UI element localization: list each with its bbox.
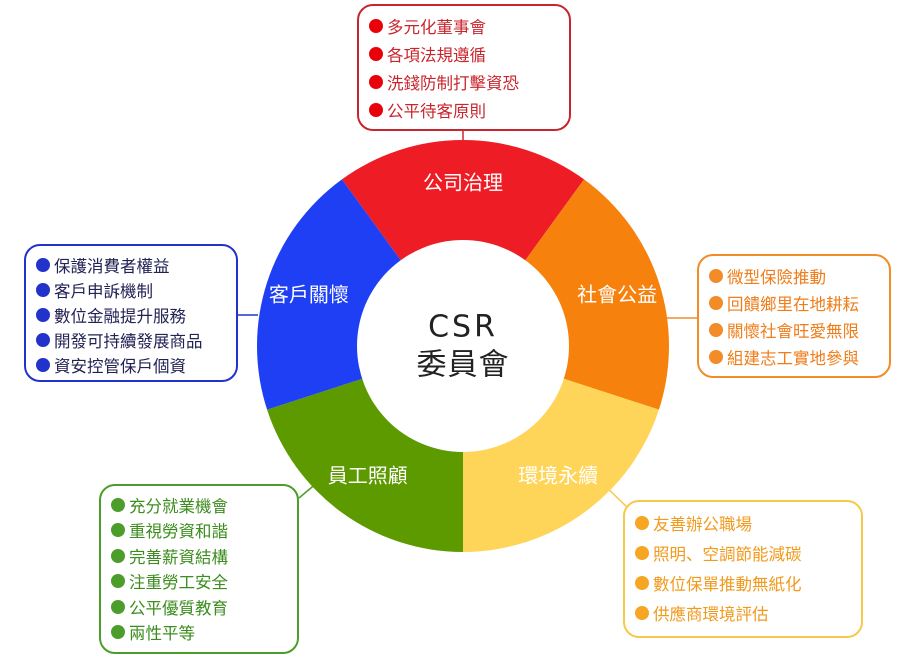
bullet-dot-icon [709,322,723,337]
list-item: 保護消費者權益 [36,252,226,277]
list-item: 供應商環境評估 [635,598,851,628]
segment-label-community: 社會公益 [577,282,657,306]
list-item: 數位保單推動無紙化 [635,568,851,598]
bullet-dot-icon [709,349,723,364]
list-item: 客戶申訴機制 [36,277,226,302]
list-item-text: 公平優質教育 [129,598,228,618]
list-item-text: 微型保險推動 [727,267,826,287]
bullet-dot-icon [111,523,125,538]
customer-list: 保護消費者權益 客戶申訴機制 數位金融提升服務 開發可持續發展商品 資安控管保戶… [36,252,226,377]
segment-label-governance: 公司治理 [423,171,503,195]
list-item: 微型保險推動 [709,262,879,289]
environment-box: 友善辦公職場 照明、空調節能減碳 數位保單推動無紙化 供應商環境評估 [623,500,863,638]
list-item-text: 充分就業機會 [129,496,228,516]
list-item: 數位金融提升服務 [36,302,226,327]
list-item: 友善辦公職場 [635,508,851,538]
list-item: 關懷社會旺愛無限 [709,316,879,343]
bullet-dot-icon [36,332,50,347]
center-title-csr: CSR [428,310,498,345]
list-item-text: 多元化董事會 [387,18,486,37]
list-item-text: 供應商環境評估 [653,605,769,624]
list-item: 照明、空調節能減碳 [635,538,851,568]
bullet-dot-icon [111,548,125,563]
list-item-text: 客戶申訴機制 [54,281,153,301]
employee-box: 充分就業機會 重視勞資和諧 完善薪資結構 注重勞工安全 公平優質教育 兩性平等 [99,484,299,654]
governance-box: 多元化董事會 各項法規遵循 洗錢防制打擊資恐 公平待客原則 [357,4,571,131]
list-item-text: 資安控管保戶個資 [54,356,186,376]
bullet-dot-icon [635,546,649,560]
list-item: 完善薪資結構 [111,543,287,569]
bullet-dot-icon [369,75,383,89]
bullet-dot-icon [709,268,723,283]
list-item-text: 組建志工實地參與 [727,348,859,368]
list-item-text: 數位保單推動無紙化 [653,575,802,594]
list-item-text: 關懷社會旺愛無限 [727,321,859,341]
list-item-text: 各項法規遵循 [387,46,486,65]
bullet-dot-icon [369,103,383,117]
list-item: 回饋鄉里在地耕耘 [709,289,879,316]
list-item: 資安控管保戶個資 [36,352,226,377]
list-item: 組建志工實地參與 [709,343,879,370]
list-item-text: 完善薪資結構 [129,547,228,567]
list-item-text: 回饋鄉里在地耕耘 [727,294,859,314]
bullet-dot-icon [111,574,125,589]
community-list: 微型保險推動 回饋鄉里在地耕耘 關懷社會旺愛無限 組建志工實地參與 [709,262,879,370]
center-title-committee: 委員會 [417,348,510,383]
segment-label-environment: 環境永續 [518,464,598,488]
bullet-dot-icon [635,516,649,530]
segment-label-customer: 客戶關懷 [269,282,349,306]
list-item: 各項法規遵循 [369,40,559,68]
list-item-text: 數位金融提升服務 [54,306,186,326]
community-box: 微型保險推動 回饋鄉里在地耕耘 關懷社會旺愛無限 組建志工實地參與 [697,254,891,378]
employee-list: 充分就業機會 重視勞資和諧 完善薪資結構 注重勞工安全 公平優質教育 兩性平等 [111,492,287,645]
bullet-dot-icon [36,282,50,297]
list-item-text: 照明、空調節能減碳 [653,545,802,564]
bullet-dot-icon [36,357,50,372]
list-item: 開發可持續發展商品 [36,327,226,352]
list-item: 公平待客原則 [369,96,559,124]
environment-list: 友善辦公職場 照明、空調節能減碳 數位保單推動無紙化 供應商環境評估 [635,508,851,628]
bullet-dot-icon [635,606,649,620]
list-item-text: 公平待客原則 [387,102,486,121]
list-item: 充分就業機會 [111,492,287,518]
list-item: 洗錢防制打擊資恐 [369,68,559,96]
bullet-dot-icon [635,576,649,590]
list-item: 重視勞資和諧 [111,518,287,544]
bullet-dot-icon [111,625,125,640]
bullet-dot-icon [369,19,383,33]
list-item-text: 注重勞工安全 [129,573,228,593]
list-item-text: 洗錢防制打擊資恐 [387,74,519,93]
list-item: 公平優質教育 [111,594,287,620]
customer-box: 保護消費者權益 客戶申訴機制 數位金融提升服務 開發可持續發展商品 資安控管保戶… [24,244,238,382]
list-item-text: 開發可持續發展商品 [54,331,203,351]
list-item: 多元化董事會 [369,12,559,40]
list-item-text: 重視勞資和諧 [129,522,228,542]
list-item-text: 友善辦公職場 [653,515,752,534]
bullet-dot-icon [36,307,50,322]
list-item-text: 兩性平等 [129,624,195,644]
governance-list: 多元化董事會 各項法規遵循 洗錢防制打擊資恐 公平待客原則 [369,12,559,124]
bullet-dot-icon [111,497,125,512]
bullet-dot-icon [709,295,723,310]
bullet-dot-icon [111,599,125,614]
list-item-text: 保護消費者權益 [54,256,170,276]
list-item: 注重勞工安全 [111,569,287,595]
segment-label-employee: 員工照顧 [328,464,408,488]
list-item: 兩性平等 [111,620,287,646]
center-disc [357,240,569,452]
bullet-dot-icon [36,257,50,272]
bullet-dot-icon [369,47,383,61]
